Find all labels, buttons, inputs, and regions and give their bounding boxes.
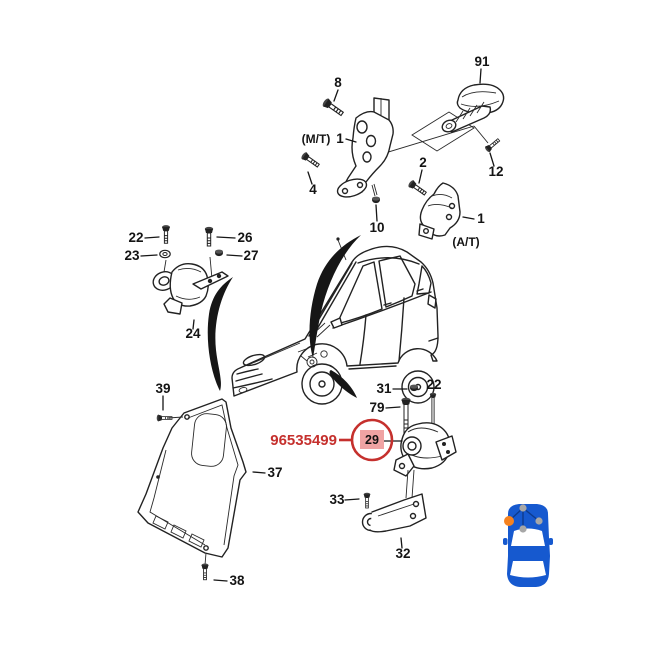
left-mount-assembly xyxy=(152,224,229,315)
label-bolt-2[interactable]: 2 xyxy=(419,155,427,170)
insulator-91-part xyxy=(441,83,505,133)
label-mt: (M/T) xyxy=(302,132,331,146)
label-bolt-79[interactable]: 79 xyxy=(369,400,384,415)
label-bolt-8[interactable]: 8 xyxy=(334,75,342,90)
icon-mount-dot-highlighted xyxy=(504,516,514,526)
label-bracket-1-mt[interactable]: 1 xyxy=(336,131,344,146)
pointer-arrows xyxy=(207,235,361,398)
label-bolt-26[interactable]: 26 xyxy=(237,230,253,245)
highlighted-callout-29[interactable]: 29 xyxy=(365,433,379,447)
icon-mount-dot-center xyxy=(519,525,527,533)
icon-mount-dot-top xyxy=(519,504,527,512)
splash-shield-part xyxy=(137,398,247,581)
icon-windshield xyxy=(511,528,545,546)
highlighted-part-number[interactable]: 96535499 xyxy=(270,432,337,449)
label-nut-27[interactable]: 27 xyxy=(243,248,258,263)
label-bolt-38[interactable]: 38 xyxy=(229,573,245,588)
highlight-box xyxy=(360,430,384,449)
lower-bracket-part xyxy=(361,469,427,533)
label-bolt-12[interactable]: 12 xyxy=(488,164,503,179)
right-mount-assembly xyxy=(393,384,457,477)
highlight-callout[interactable]: 29 96535499 xyxy=(270,418,403,462)
arrow-top-assembly xyxy=(309,235,361,358)
label-bolt-33[interactable]: 33 xyxy=(329,492,345,507)
label-at: (A/T) xyxy=(452,235,479,249)
label-bolt-22-left[interactable]: 22 xyxy=(128,230,143,245)
label-washer-23[interactable]: 23 xyxy=(124,248,140,263)
label-mount-24[interactable]: 24 xyxy=(185,326,201,341)
icon-mirror-left xyxy=(503,538,508,545)
label-bolt-22-right[interactable]: 22 xyxy=(426,377,441,392)
highlight-circle[interactable] xyxy=(350,418,394,462)
label-stud-10[interactable]: 10 xyxy=(369,220,384,235)
label-bolt-4[interactable]: 4 xyxy=(309,182,317,197)
icon-rear-window xyxy=(510,561,546,578)
label-bolt-39[interactable]: 39 xyxy=(155,381,170,396)
arrow-left-mount xyxy=(207,277,233,391)
label-panel-37[interactable]: 37 xyxy=(267,465,282,480)
vehicle-position-icon xyxy=(503,504,553,587)
icon-mount-dot-right xyxy=(535,517,543,525)
arrow-right-mount xyxy=(329,370,357,398)
label-nut-31[interactable]: 31 xyxy=(376,381,392,396)
label-insulator-91[interactable]: 91 xyxy=(474,54,490,69)
mt-mount-assembly xyxy=(299,96,489,204)
label-bracket-1-at[interactable]: 1 xyxy=(477,211,485,226)
label-bracket-32[interactable]: 32 xyxy=(395,546,410,561)
at-bracket-part xyxy=(406,136,502,240)
part-labels: 8 91 (M/T) 1 4 10 2 12 1 (A/T) 22 23 26 … xyxy=(124,54,503,588)
icon-mirror-right xyxy=(548,538,553,545)
